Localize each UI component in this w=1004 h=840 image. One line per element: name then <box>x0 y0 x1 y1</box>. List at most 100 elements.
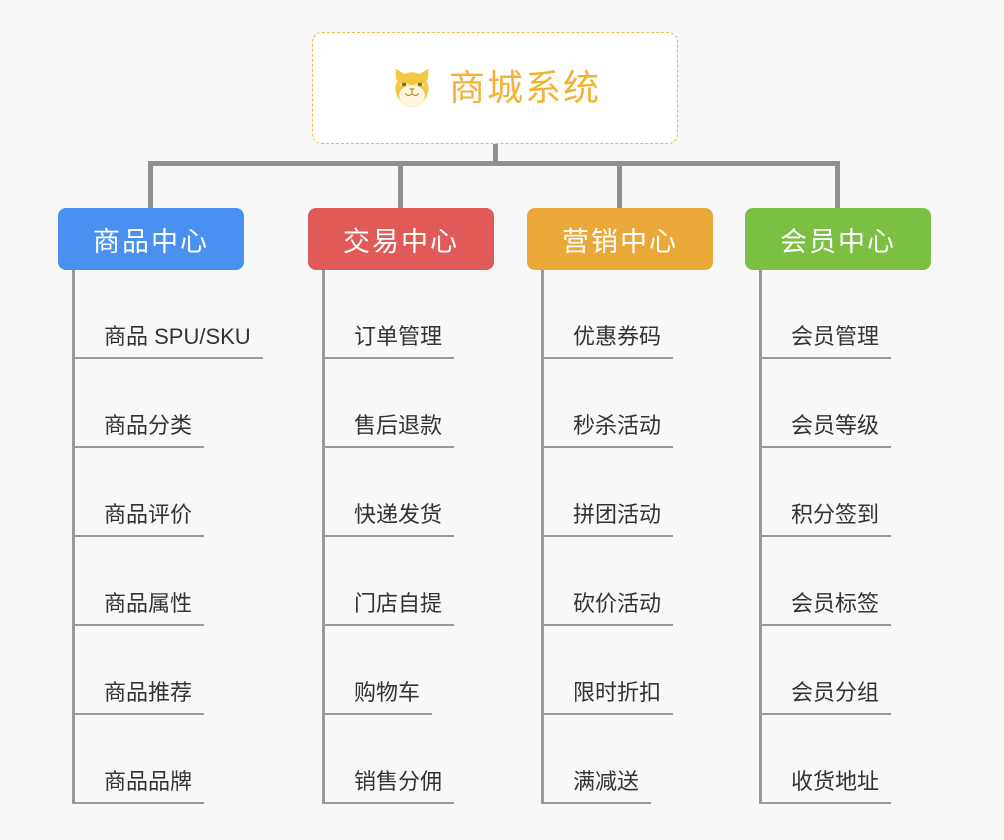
leaf-item-underline <box>72 624 204 626</box>
leaf-item-label: 会员等级 <box>791 412 880 438</box>
leaf-item-label: 订单管理 <box>354 323 443 349</box>
leaf-item-underline <box>72 713 204 715</box>
leaf-item-label: 售后退款 <box>354 412 443 438</box>
leaf-item-label: 商品 SPU/SKU <box>104 323 251 349</box>
leaf-item-underline <box>759 713 891 715</box>
leaf-item-underline <box>322 713 432 715</box>
trunk-line-member-center <box>759 270 762 804</box>
branch-column-product-center: 商品中心 <box>58 208 244 270</box>
leaf-item-label: 拼团活动 <box>573 501 662 527</box>
leaf-item-underline <box>72 535 204 537</box>
leaf-item-label: 快递发货 <box>354 501 443 527</box>
leaf-item[interactable]: 会员标签 <box>759 537 949 626</box>
root-title: 商城系统 <box>448 67 601 108</box>
leaf-item[interactable]: 售后退款 <box>322 359 512 448</box>
leaf-item-label: 秒杀活动 <box>573 412 662 438</box>
leaf-item[interactable]: 积分签到 <box>759 448 949 537</box>
leaf-list-product-center: 商品 SPU/SKU 商品分类商品评价商品属性商品推荐商品品牌 <box>72 270 282 804</box>
leaf-item[interactable]: 砍价活动 <box>541 537 731 626</box>
connector-drop-3 <box>617 161 622 209</box>
leaf-item-underline <box>541 446 673 448</box>
leaf-item[interactable]: 商品分类 <box>72 359 282 448</box>
shiba-inu-dog-icon <box>395 68 429 108</box>
leaf-item[interactable]: 拼团活动 <box>541 448 731 537</box>
leaf-item-label: 商品评价 <box>104 501 193 527</box>
leaf-item-label: 购物车 <box>354 679 421 705</box>
leaf-item[interactable]: 秒杀活动 <box>541 359 731 448</box>
leaf-item-label: 商品属性 <box>104 590 193 616</box>
leaf-item-label: 会员标签 <box>791 590 880 616</box>
leaf-item-label: 会员管理 <box>791 323 880 349</box>
leaf-list-member-center: 会员管理会员等级积分签到会员标签会员分组收货地址 <box>759 270 949 804</box>
leaf-item-underline <box>759 802 891 804</box>
branch-column-member-center: 会员中心 <box>745 208 931 270</box>
leaf-item-underline <box>322 802 454 804</box>
leaf-item[interactable]: 会员管理 <box>759 270 949 359</box>
connector-drop-1 <box>148 161 153 209</box>
trunk-line-trade-center <box>322 270 325 804</box>
leaf-item-underline <box>759 446 891 448</box>
leaf-item[interactable]: 商品品牌 <box>72 715 282 804</box>
leaf-item-underline <box>541 535 673 537</box>
leaf-item-underline <box>322 535 454 537</box>
leaf-item-label: 砍价活动 <box>573 590 662 616</box>
leaf-item[interactable]: 快递发货 <box>322 448 512 537</box>
leaf-item-underline <box>322 624 454 626</box>
leaf-item-underline <box>759 624 891 626</box>
leaf-item[interactable]: 收货地址 <box>759 715 949 804</box>
branch-header-trade-center[interactable]: 交易中心 <box>308 208 494 270</box>
leaf-item[interactable]: 商品属性 <box>72 537 282 626</box>
branch-header-marketing-center[interactable]: 营销中心 <box>527 208 713 270</box>
leaf-item[interactable]: 商品评价 <box>72 448 282 537</box>
leaf-item[interactable]: 门店自提 <box>322 537 512 626</box>
leaf-list-marketing-center: 优惠券码秒杀活动拼团活动砍价活动限时折扣满减送 <box>541 270 731 804</box>
leaf-item-underline <box>541 624 673 626</box>
connector-drop-2 <box>398 161 403 209</box>
leaf-item-underline <box>541 802 651 804</box>
leaf-item-label: 商品分类 <box>104 412 193 438</box>
branch-header-member-center[interactable]: 会员中心 <box>745 208 931 270</box>
branch-header-label: 营销中心 <box>562 226 678 257</box>
leaf-item[interactable]: 订单管理 <box>322 270 512 359</box>
leaf-item-label: 优惠券码 <box>573 323 662 349</box>
leaf-item-underline <box>759 357 891 359</box>
leaf-item-underline <box>72 446 204 448</box>
leaf-item-label: 商品品牌 <box>104 768 193 794</box>
leaf-item-underline <box>322 446 454 448</box>
root-node[interactable]: 商城系统 <box>312 32 678 144</box>
branch-column-marketing-center: 营销中心 <box>527 208 713 270</box>
leaf-item-label: 销售分佣 <box>354 768 443 794</box>
leaf-item[interactable]: 销售分佣 <box>322 715 512 804</box>
leaf-item-label: 门店自提 <box>354 590 443 616</box>
leaf-item-label: 限时折扣 <box>573 679 662 705</box>
leaf-item-underline <box>541 713 673 715</box>
connector-drop-4 <box>835 161 840 209</box>
leaf-item-underline <box>72 357 263 359</box>
leaf-item[interactable]: 满减送 <box>541 715 731 804</box>
branch-header-product-center[interactable]: 商品中心 <box>58 208 244 270</box>
leaf-item[interactable]: 限时折扣 <box>541 626 731 715</box>
leaf-item-label: 会员分组 <box>791 679 880 705</box>
leaf-item[interactable]: 商品推荐 <box>72 626 282 715</box>
branch-column-trade-center: 交易中心 <box>308 208 494 270</box>
branch-header-label: 商品中心 <box>93 226 209 257</box>
branch-header-label: 交易中心 <box>343 226 459 257</box>
leaf-item[interactable]: 商品 SPU/SKU <box>72 270 282 359</box>
trunk-line-product-center <box>72 270 75 804</box>
connector-bus <box>148 161 840 166</box>
connector-root-stem <box>493 144 498 164</box>
leaf-list-trade-center: 订单管理售后退款快递发货门店自提购物车销售分佣 <box>322 270 512 804</box>
leaf-item-underline <box>72 802 204 804</box>
leaf-item-label: 满减送 <box>573 768 640 794</box>
leaf-item-label: 收货地址 <box>791 768 880 794</box>
leaf-item[interactable]: 购物车 <box>322 626 512 715</box>
leaf-item-underline <box>759 535 891 537</box>
branch-header-label: 会员中心 <box>780 226 896 257</box>
leaf-item-underline <box>541 357 673 359</box>
leaf-item[interactable]: 优惠券码 <box>541 270 731 359</box>
trunk-line-marketing-center <box>541 270 544 804</box>
leaf-item[interactable]: 会员分组 <box>759 626 949 715</box>
leaf-item[interactable]: 会员等级 <box>759 359 949 448</box>
leaf-item-label: 商品推荐 <box>104 679 193 705</box>
